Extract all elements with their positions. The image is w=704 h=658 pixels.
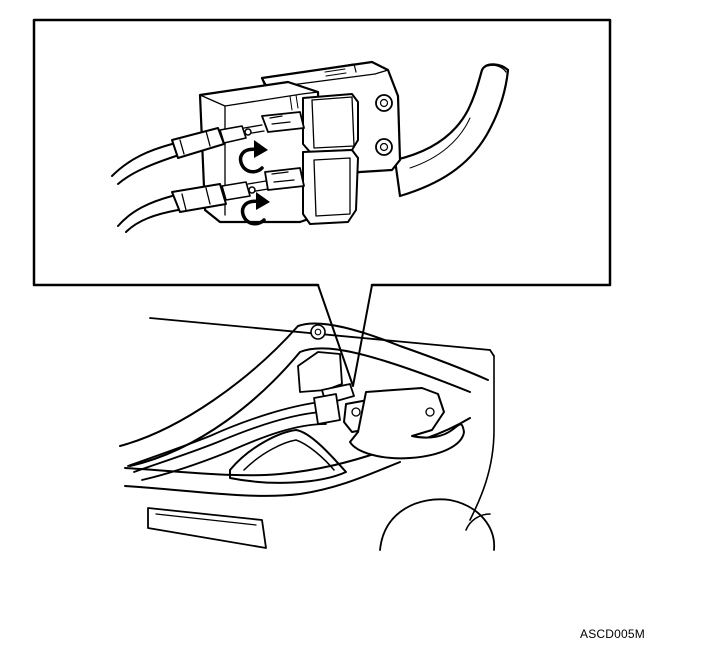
dash-panel-contour — [119, 322, 489, 447]
overview-switch — [313, 383, 377, 433]
overview-harness — [127, 401, 327, 481]
triangular-cutout — [229, 429, 347, 484]
rotation-arrow-lower — [240, 192, 270, 226]
lower-switch — [264, 149, 359, 225]
rotation-arrow-upper — [238, 140, 268, 174]
vehicle-overview — [119, 317, 495, 551]
detail-callout — [32, 18, 612, 387]
dash-bolt — [310, 324, 326, 340]
upper-connector — [171, 124, 265, 159]
figure-code: ASCD005M — [580, 627, 645, 641]
lower-panel — [147, 507, 267, 549]
upper-harness — [111, 143, 177, 185]
detail-view — [111, 60, 510, 233]
dash-bracket — [297, 351, 343, 393]
overview-pedal-arm — [349, 387, 465, 460]
lower-connector — [171, 180, 269, 213]
round-outline — [379, 498, 495, 551]
pedal-arm — [393, 63, 510, 198]
callout-frame — [32, 18, 612, 287]
lower-harness — [117, 195, 179, 233]
bolt-lower — [375, 138, 393, 156]
upper-switch — [261, 93, 359, 153]
callout-pointer — [317, 284, 373, 387]
bolt-upper — [375, 94, 393, 112]
